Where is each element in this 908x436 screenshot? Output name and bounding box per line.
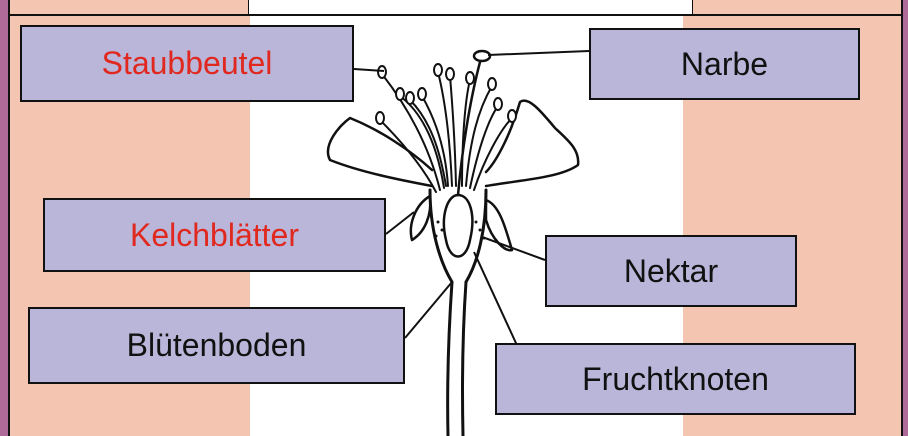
top-bar-center [248, 0, 693, 14]
label-bluetenboden: Blütenboden [28, 307, 405, 384]
label-narbe: Narbe [589, 28, 860, 100]
anthers [375, 63, 517, 125]
receptacle [428, 188, 488, 284]
style [456, 60, 482, 197]
label-nektar: Nektar [545, 235, 797, 307]
leader-nektar [484, 237, 546, 261]
stigma [472, 49, 492, 63]
nectar-dots [434, 220, 486, 240]
leader-staubbeutel [353, 68, 385, 72]
label-kelchblaetter: Kelchblätter [43, 198, 386, 272]
label-fruchtknoten: Fruchtknoten [495, 343, 856, 415]
stem-left [446, 280, 454, 436]
leader-narbe [487, 50, 590, 56]
petal-left [326, 116, 434, 188]
top-bar [10, 0, 901, 16]
ovary [442, 193, 474, 258]
leader-kelchblaetter [385, 211, 415, 235]
sepal-right [484, 198, 514, 252]
leader-bluetenboden [404, 281, 453, 339]
petal-right [484, 99, 580, 188]
label-staubbeutel: Staubbeutel [20, 25, 354, 102]
sepal-left [409, 194, 432, 242]
stem-right [460, 280, 468, 436]
